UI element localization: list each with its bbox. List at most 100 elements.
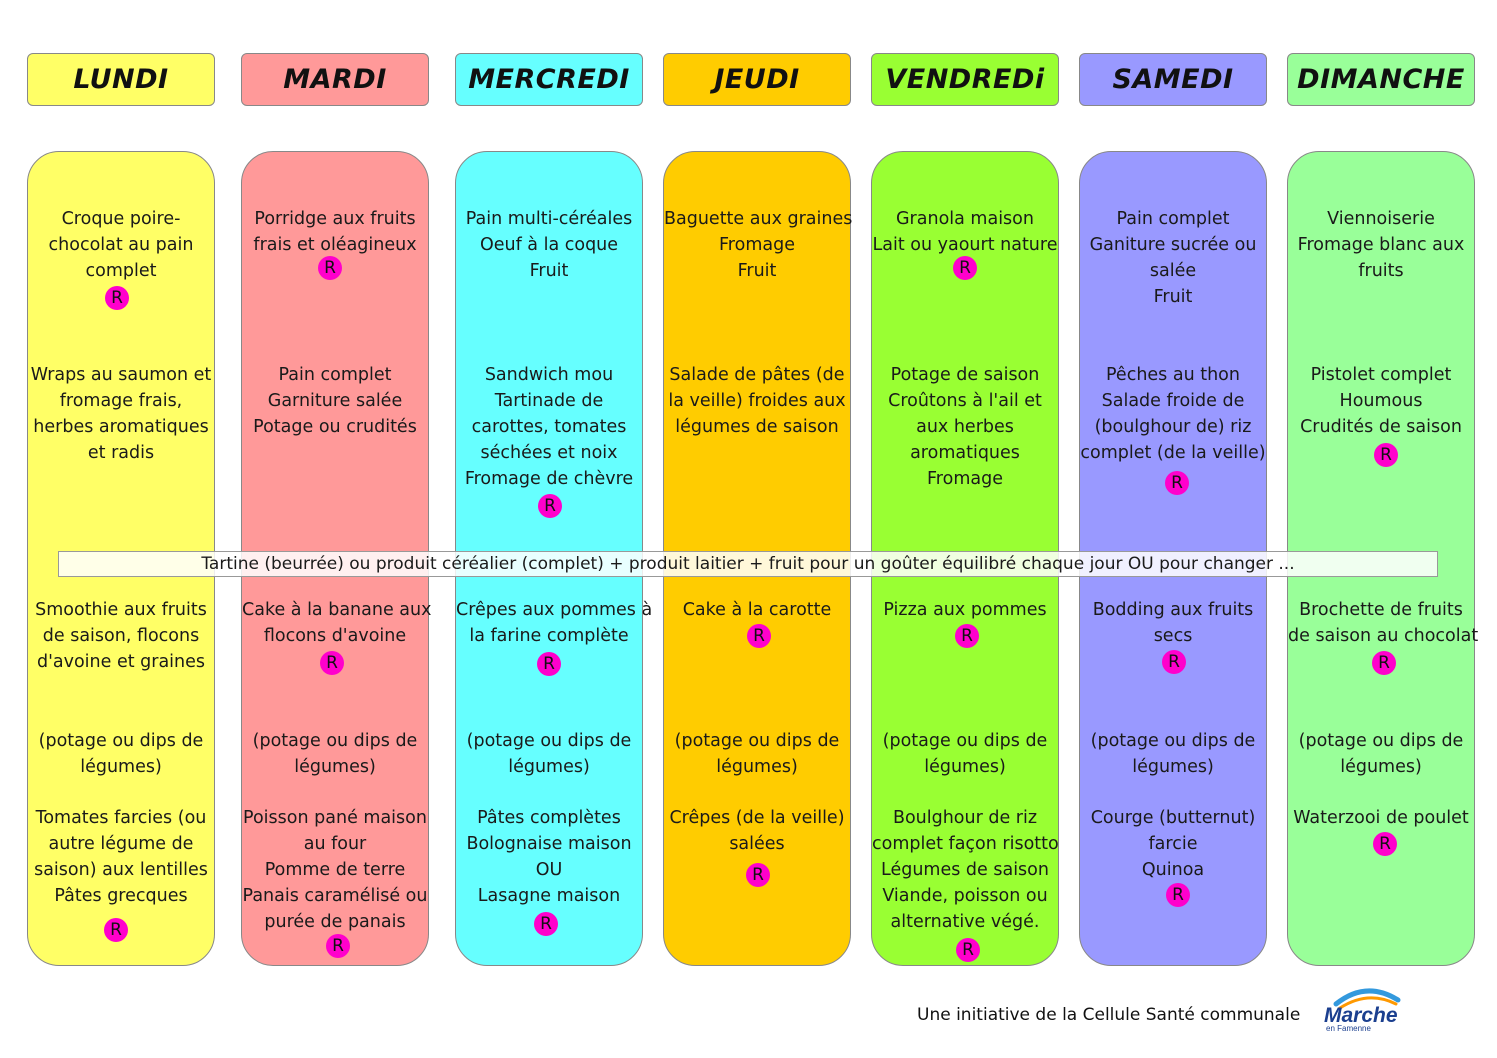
lunch-line: Potage de saison [890,365,1040,385]
lunch-line: Salade de pâtes (de [669,365,845,385]
dinner-line: purée de panais [264,912,406,932]
recipe-badge-snack: R [1162,650,1186,674]
soup-line: (potage ou dips de [252,731,418,751]
dinner-cell: Tomates farcies (ou autre légume de saison… [28,805,214,909]
recipe-badge-snack: R [537,652,561,676]
recipe-badge-snack: R [320,651,344,675]
breakfast-line: Oeuf à la coque [479,235,619,255]
dinner-line: autre légume de [48,834,194,854]
lunch-line: légumes de saison [675,417,839,437]
dinner-line: Poisson pané maison [243,808,427,828]
snack-line: d'avoine et graines [36,652,206,672]
dinner-line: alternative végé. [890,912,1040,932]
breakfast-line: Fruit [529,261,569,281]
lunch-line: (boulghour de) riz [1094,417,1252,437]
snack-line: la farine complète [469,626,629,646]
logo-sub: en Famenne [1326,1024,1371,1032]
lunch-line: carottes, tomates [471,417,627,437]
recipe-badge-dinner: R [104,918,128,942]
dinner-line: au four [303,834,367,854]
snack-line: Crêpes aux pommes à [456,600,653,620]
dinner-line: OU [535,860,563,880]
dinner-line: Waterzooi de poulet [1293,808,1469,828]
day-header-lundi: LUNDI [27,53,215,106]
breakfast-line: Fromage [719,235,795,255]
day-header-dimanche: DIMANCHE [1287,53,1475,106]
snack-line: Cake à la banane aux [242,600,432,620]
lunch-line: Pain complet [278,365,392,385]
breakfast-line: Croque poire- [61,209,181,229]
lunch-line: Crudités de saison [1300,417,1462,437]
snack-line: flocons d'avoine [263,626,407,646]
soup-line: légumes) [508,757,590,777]
soup-line: (potage ou dips de [466,731,632,751]
snack-cell: Pizza aux pommes [872,597,1058,623]
breakfast-line: fruits [1358,261,1404,281]
lunch-line: Tartinade de [494,391,604,411]
soup-cell: (potage ou dips de légumes) [872,728,1058,780]
lunch-line: Potage ou crudités [253,417,417,437]
lunch-line: Salade froide de [1101,391,1245,411]
breakfast-line: Baguette aux graines [664,209,853,229]
lunch-line: Pistolet complet [1310,365,1452,385]
lunch-line: et radis [87,443,155,463]
soup-line: légumes) [924,757,1006,777]
dinner-cell: Waterzooi de poulet [1288,805,1474,831]
recipe-badge-lunch: R [1374,443,1398,467]
snack-line: secs [1153,626,1193,646]
recipe-badge-lunch: R [538,494,562,518]
snack-line: de saison au chocolat [1288,626,1479,646]
day-header-mardi: MARDI [241,53,429,106]
breakfast-line: Granola maison [896,209,1034,229]
day-header-vendredi: VENDREDi [871,53,1059,106]
dinner-line: Lasagne maison [477,886,621,906]
soup-cell: (potage ou dips de légumes) [456,728,642,780]
recipe-badge-dinner: R [534,912,558,936]
lunch-line: herbes aromatiques [33,417,209,437]
lunch-line: la veille) froides aux [668,391,846,411]
breakfast-line: Fruit [1153,287,1193,307]
breakfast-line: Pain multi-céréales [465,209,633,229]
dinner-line: Boulghour de riz [892,808,1038,828]
day-header-mercredi: MERCREDI [455,53,643,106]
snack-banner: Tartine (beurrée) ou produit céréalier (… [58,551,1438,577]
lunch-line: fromage frais, [59,391,183,411]
breakfast-line: Lait ou yaourt nature [872,235,1058,255]
dinner-line: Bolognaise maison [466,834,632,854]
soup-line: (potage ou dips de [882,731,1048,751]
recipe-badge-dinner: R [746,863,770,887]
dinner-line: saison) aux lentilles [34,860,208,880]
soup-line: (potage ou dips de [674,731,840,751]
dinner-line: Pomme de terre [264,860,406,880]
dinner-line: Viande, poisson ou [882,886,1048,906]
breakfast-line: Viennoiserie [1327,209,1435,229]
dinner-line: Tomates farcies (ou [35,808,207,828]
breakfast-line: Pain complet [1116,209,1230,229]
dinner-line: Crêpes (de la veille) [669,808,845,828]
breakfast-line: Porridge aux fruits [254,209,416,229]
dinner-line: salées [729,834,785,854]
dinner-cell: Crêpes (de la veille) salées [664,805,850,857]
dinner-line: Quinoa [1141,860,1205,880]
recipe-badge-breakfast: R [953,256,977,280]
snack-line: Cake à la carotte [682,600,832,620]
dinner-line: Pâtes complètes [477,808,621,828]
lunch-line: aromatiques [910,443,1020,463]
lunch-line: Croûtons à l'ail et [888,391,1042,411]
